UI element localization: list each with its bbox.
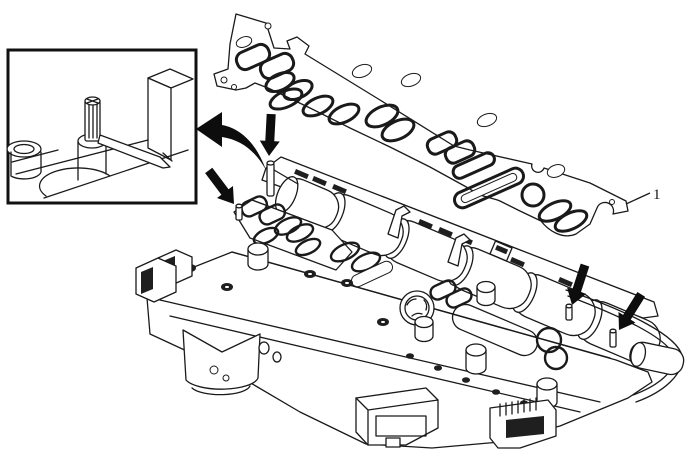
right-end-cap bbox=[565, 289, 685, 403]
inset-detail-box bbox=[6, 48, 198, 205]
arrow-down-left-icon bbox=[567, 263, 590, 305]
arrows bbox=[196, 112, 646, 330]
retainer-clip bbox=[489, 240, 513, 262]
gasket-seals bbox=[234, 42, 589, 233]
accumulator-cylinder bbox=[182, 329, 282, 396]
left-bracket bbox=[135, 249, 193, 303]
valve-body bbox=[135, 156, 685, 449]
callout-leader-line bbox=[625, 192, 651, 205]
pin-header-connector bbox=[489, 397, 557, 449]
valve-body-seals bbox=[240, 195, 569, 371]
part-callout-1: 1 bbox=[625, 187, 661, 205]
gasket-plate bbox=[213, 13, 629, 237]
magnifier-curved-arrow-icon bbox=[196, 112, 266, 170]
callout-number: 1 bbox=[653, 187, 661, 203]
inset-detail-drawing bbox=[6, 68, 194, 199]
retainer-clip bbox=[387, 205, 411, 239]
connector-block bbox=[355, 387, 439, 448]
standoffs bbox=[247, 242, 558, 409]
arrow-down-icon bbox=[259, 113, 280, 156]
arrow-down-left-icon bbox=[618, 291, 646, 330]
retainer-clip bbox=[447, 233, 471, 267]
arrow-down-right-icon bbox=[205, 167, 234, 204]
alignment-pins bbox=[235, 160, 617, 348]
